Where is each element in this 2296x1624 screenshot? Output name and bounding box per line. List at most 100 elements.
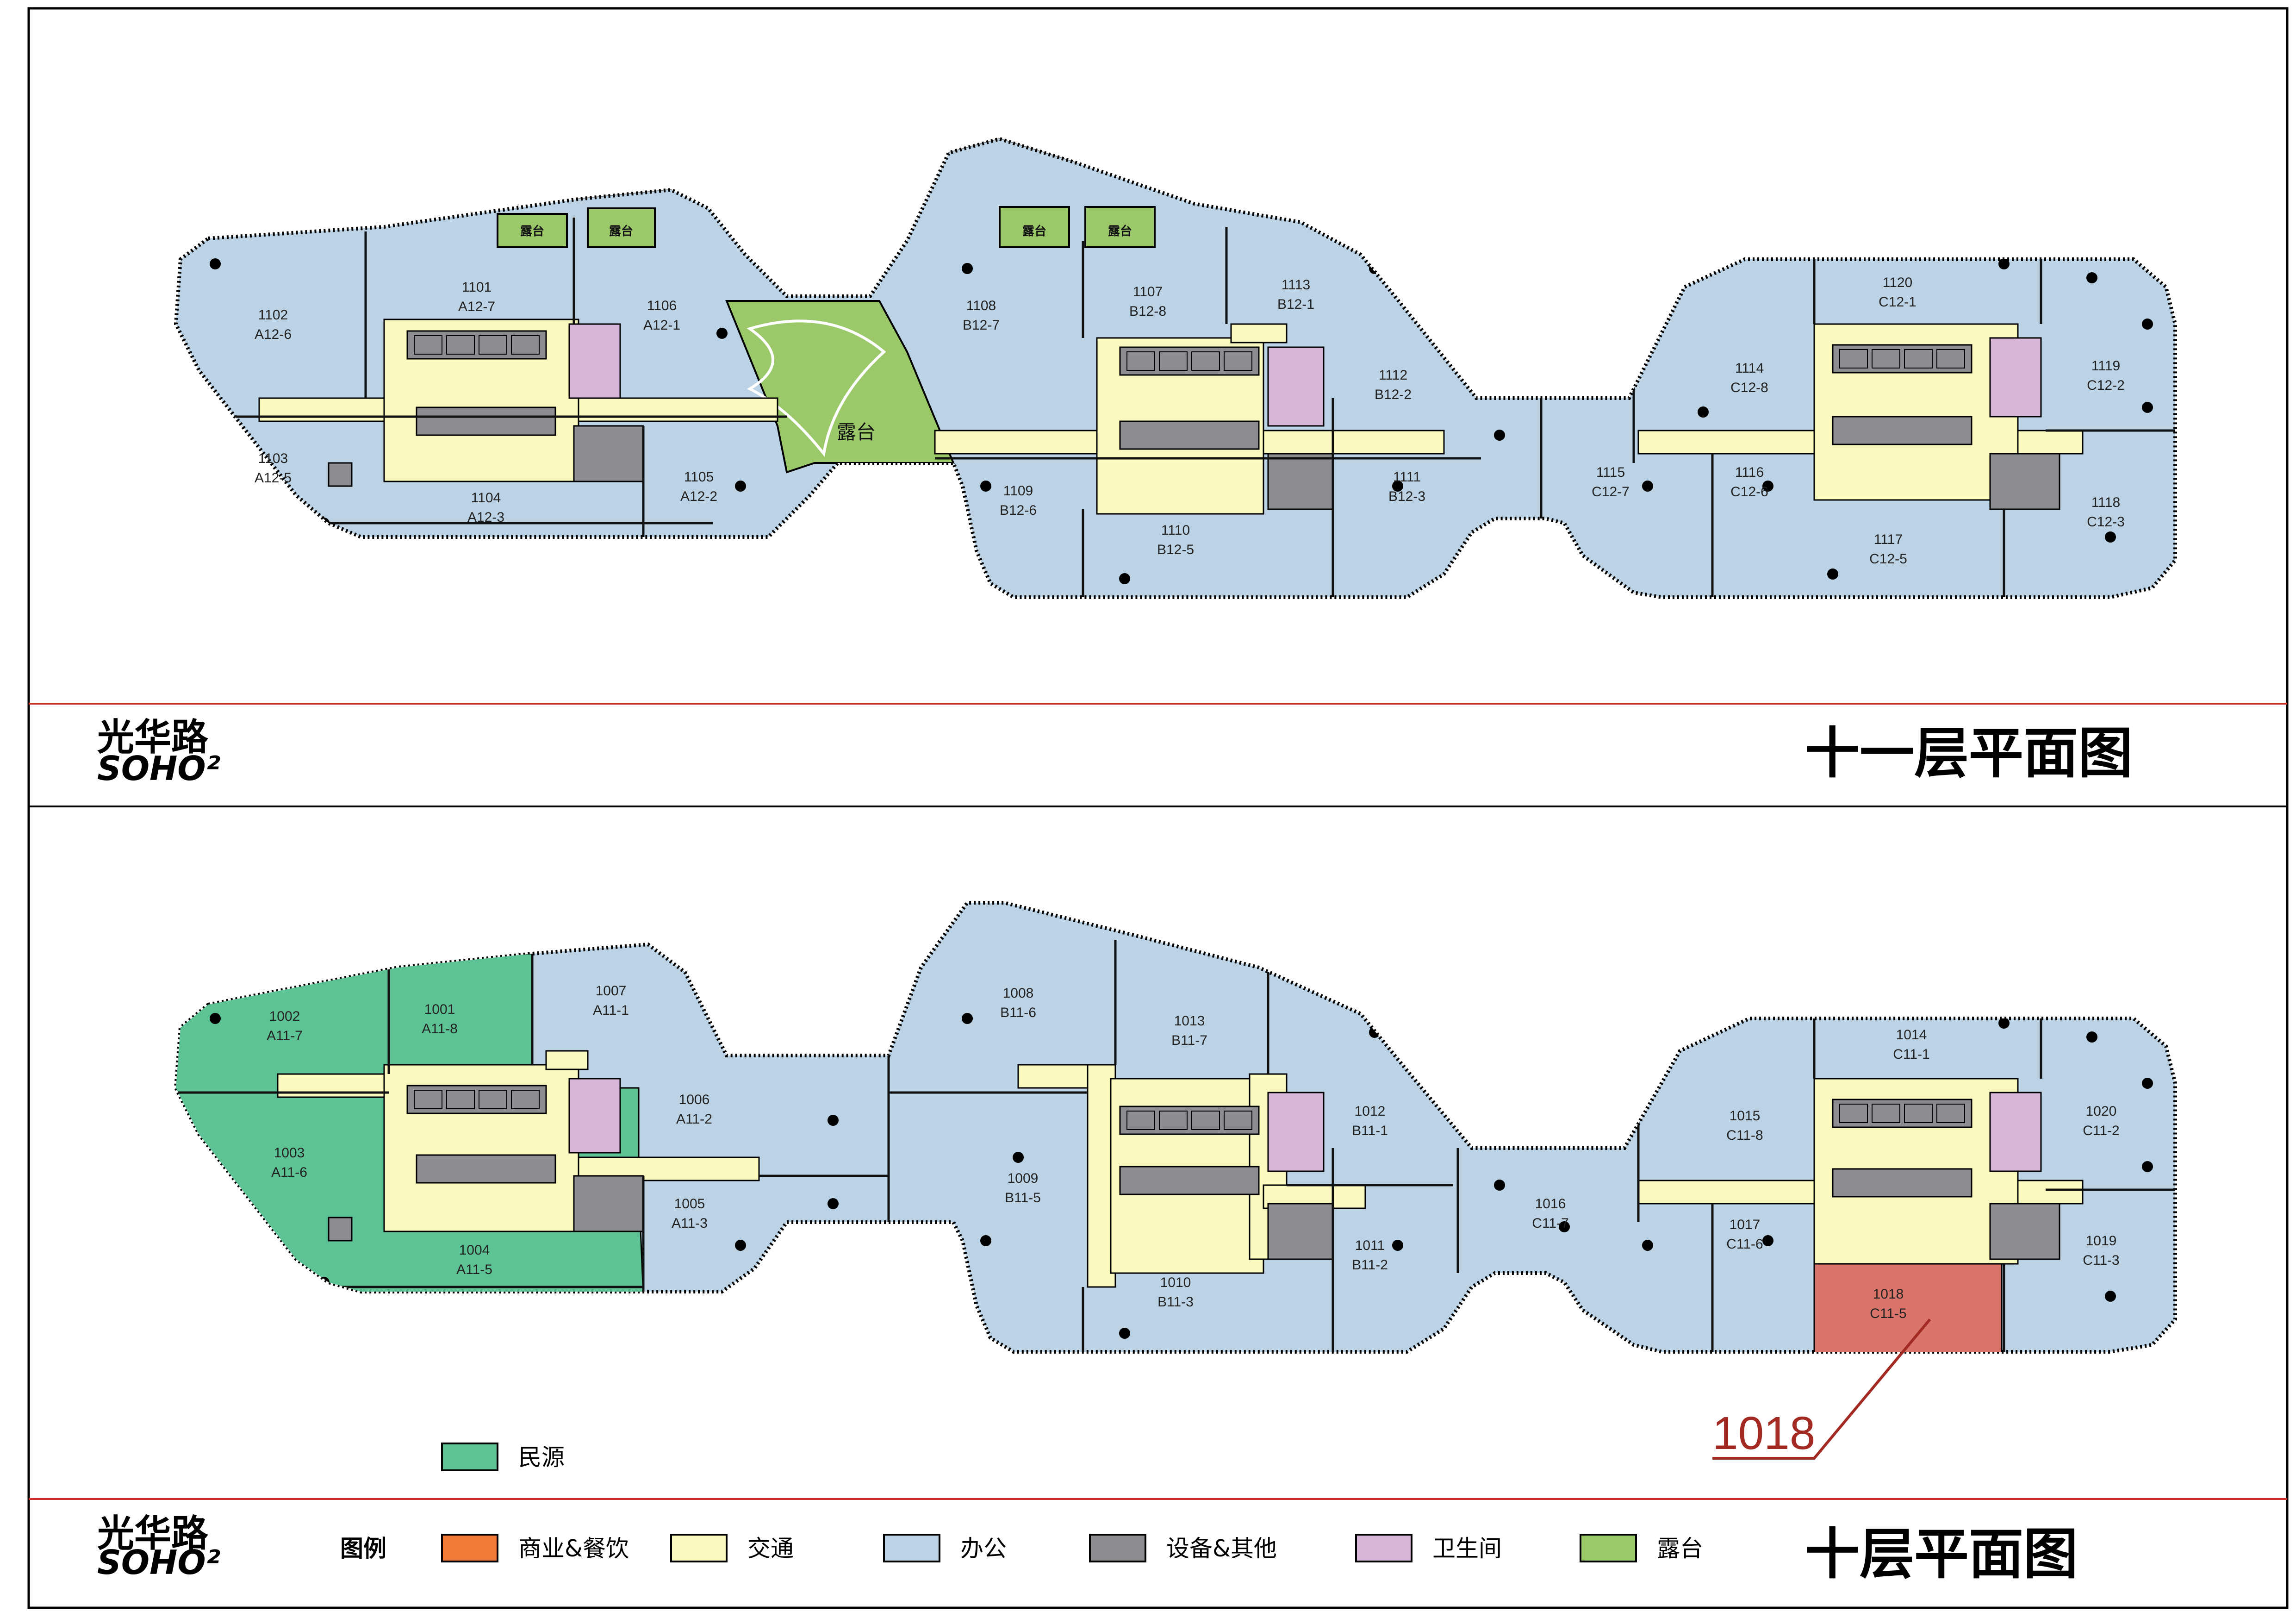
minyuan-swatch <box>441 1443 498 1471</box>
unit-code-1018: C11-5 <box>1870 1306 1906 1321</box>
unit-code-1020: C11-2 <box>2083 1123 2119 1138</box>
legend: 图例 商业&餐饮 交通 办公 设备&其他 卫生间 露台 <box>340 1534 1703 1562</box>
unit-code-1115: C12-7 <box>1592 484 1630 500</box>
unit-code-1005: A11-3 <box>672 1216 708 1231</box>
logo-text-cn: 光华路 <box>97 716 209 759</box>
unit-code-1007: A11-1 <box>593 1003 629 1018</box>
unit-number-1020: 1020 <box>2086 1104 2117 1119</box>
unit-number-1001: 1001 <box>424 1002 455 1017</box>
unit-code-1111: B12-3 <box>1388 489 1425 504</box>
unit-number-1109: 1109 <box>1003 483 1033 499</box>
unit-code-1101: A12-7 <box>458 299 495 314</box>
unit-code-1002: A11-7 <box>267 1028 303 1043</box>
unit-number-1110: 1110 <box>1161 523 1190 538</box>
legend-label-1: 交通 <box>747 1535 794 1562</box>
unit-code-1004: A11-5 <box>456 1262 492 1277</box>
unit-number-1120: 1120 <box>1883 275 1913 290</box>
floor-11-unit-labels: 1101A12-71102A12-61103A12-51104A12-31105… <box>255 275 2125 567</box>
unit-number-1108: 1108 <box>966 298 996 313</box>
floor-10-title: 十层平面图 <box>1805 1522 2078 1586</box>
unit-number-1003: 1003 <box>274 1145 305 1161</box>
legend-swatch-0 <box>441 1534 498 1562</box>
unit-code-1012: B11-1 <box>1352 1123 1388 1138</box>
unit-code-1008: B11-6 <box>1000 1005 1036 1020</box>
unit-number-1009: 1009 <box>1008 1171 1039 1186</box>
unit-number-1103: 1103 <box>258 451 288 466</box>
unit-number-1113: 1113 <box>1282 277 1310 293</box>
unit-number-1112: 1112 <box>1379 368 1407 383</box>
unit-code-1010: B11-3 <box>1157 1294 1194 1310</box>
central-terrace-label: 露台 <box>837 421 876 443</box>
unit-code-1105: A12-2 <box>680 489 717 504</box>
unit-number-1117: 1117 <box>1874 532 1903 547</box>
unit-number-1004: 1004 <box>459 1243 490 1258</box>
unit-number-1014: 1014 <box>1896 1027 1927 1043</box>
unit-code-1102: A12-6 <box>255 327 292 342</box>
callout-leader-line <box>1712 1318 1931 1460</box>
unit-number-1006: 1006 <box>679 1092 710 1107</box>
unit-number-1105: 1105 <box>684 469 714 485</box>
unit-number-1116: 1116 <box>1735 465 1764 480</box>
logo-text-en: SOHO² <box>97 749 221 788</box>
minyuan-legend-label: 民源 <box>518 1444 565 1471</box>
legend-label-3: 设备&其他 <box>1166 1535 1277 1562</box>
unit-number-1017: 1017 <box>1730 1217 1761 1232</box>
unit-number-1008: 1008 <box>1003 986 1034 1001</box>
terrace-label: 露台 <box>1108 224 1132 238</box>
logo-text-en: SOHO² <box>97 1543 221 1582</box>
unit-code-1014: C11-1 <box>1893 1047 1929 1062</box>
unit-number-1118: 1118 <box>2091 495 2120 510</box>
unit-code-1110: B12-5 <box>1157 542 1194 557</box>
floor-11-plan: 露台 露台 露台 露台 露台 1101A12-71102A12-61103A12… <box>174 137 2177 599</box>
unit-code-1117: C12-5 <box>1869 551 1907 567</box>
logo-top: 光华路 SOHO² <box>97 716 221 788</box>
unit-number-1011: 1011 <box>1355 1238 1385 1253</box>
unit-number-1104: 1104 <box>471 490 501 506</box>
unit-code-1013: B11-7 <box>1171 1033 1207 1048</box>
unit-code-1017: C11-6 <box>1726 1237 1763 1252</box>
unit-code-1001: A11-8 <box>422 1021 458 1037</box>
legend-swatch-2 <box>883 1534 940 1562</box>
terrace-label: 露台 <box>609 224 633 238</box>
unit-number-1019: 1019 <box>2086 1233 2117 1249</box>
unit-code-1118: C12-3 <box>2087 514 2125 530</box>
legend-swatch-3 <box>1089 1534 1146 1562</box>
unit-code-1108: B12-7 <box>963 318 1000 333</box>
unit-number-1115: 1115 <box>1596 465 1625 480</box>
unit-code-1112: B12-2 <box>1375 387 1412 402</box>
unit-code-1019: C11-3 <box>2083 1253 2119 1268</box>
legend-items: 商业&餐饮 交通 办公 设备&其他 卫生间 露台 <box>441 1534 1703 1562</box>
floor-11-title: 十一层平面图 <box>1805 721 2133 785</box>
terrace-label: 露台 <box>1022 224 1046 238</box>
sheet-frame <box>27 7 2289 1609</box>
legend-title: 图例 <box>340 1535 386 1562</box>
unit-number-1015: 1015 <box>1730 1108 1761 1124</box>
floor-10-plan: 1001A11-81002A11-71003A11-61004A11-51005… <box>174 901 2177 1471</box>
unit-number-1007: 1007 <box>596 983 627 999</box>
unit-code-1106: A12-1 <box>643 318 680 333</box>
unit-number-1005: 1005 <box>674 1196 705 1212</box>
unit-code-1113: B12-1 <box>1277 297 1314 312</box>
unit-number-1002: 1002 <box>269 1009 300 1024</box>
unit-number-1111: 1111 <box>1393 469 1421 485</box>
unit-number-1119: 1119 <box>2091 358 2120 374</box>
unit-number-1106: 1106 <box>647 298 677 313</box>
unit-number-1018: 1018 <box>1873 1287 1904 1302</box>
unit-code-1006: A11-2 <box>676 1112 712 1127</box>
unit-number-1101: 1101 <box>462 280 492 295</box>
unit-number-1107: 1107 <box>1133 284 1163 300</box>
legend-swatch-1 <box>670 1534 728 1562</box>
unit-code-1120: C12-1 <box>1879 294 1916 310</box>
legend-label-0: 商业&餐饮 <box>518 1535 629 1562</box>
legend-label-2: 办公 <box>960 1535 1007 1562</box>
unit-code-1109: B12-6 <box>1000 503 1037 518</box>
legend-label-5: 露台 <box>1657 1535 1703 1562</box>
unit-number-1102: 1102 <box>258 307 288 323</box>
legend-label-4: 卫生间 <box>1432 1535 1502 1562</box>
unit-code-1116: C12-6 <box>1730 484 1768 500</box>
unit-number-1010: 1010 <box>1160 1275 1191 1290</box>
legend-swatch-4 <box>1355 1534 1412 1562</box>
unit-number-1114: 1114 <box>1735 361 1764 376</box>
legend-swatch-5 <box>1580 1534 1637 1562</box>
